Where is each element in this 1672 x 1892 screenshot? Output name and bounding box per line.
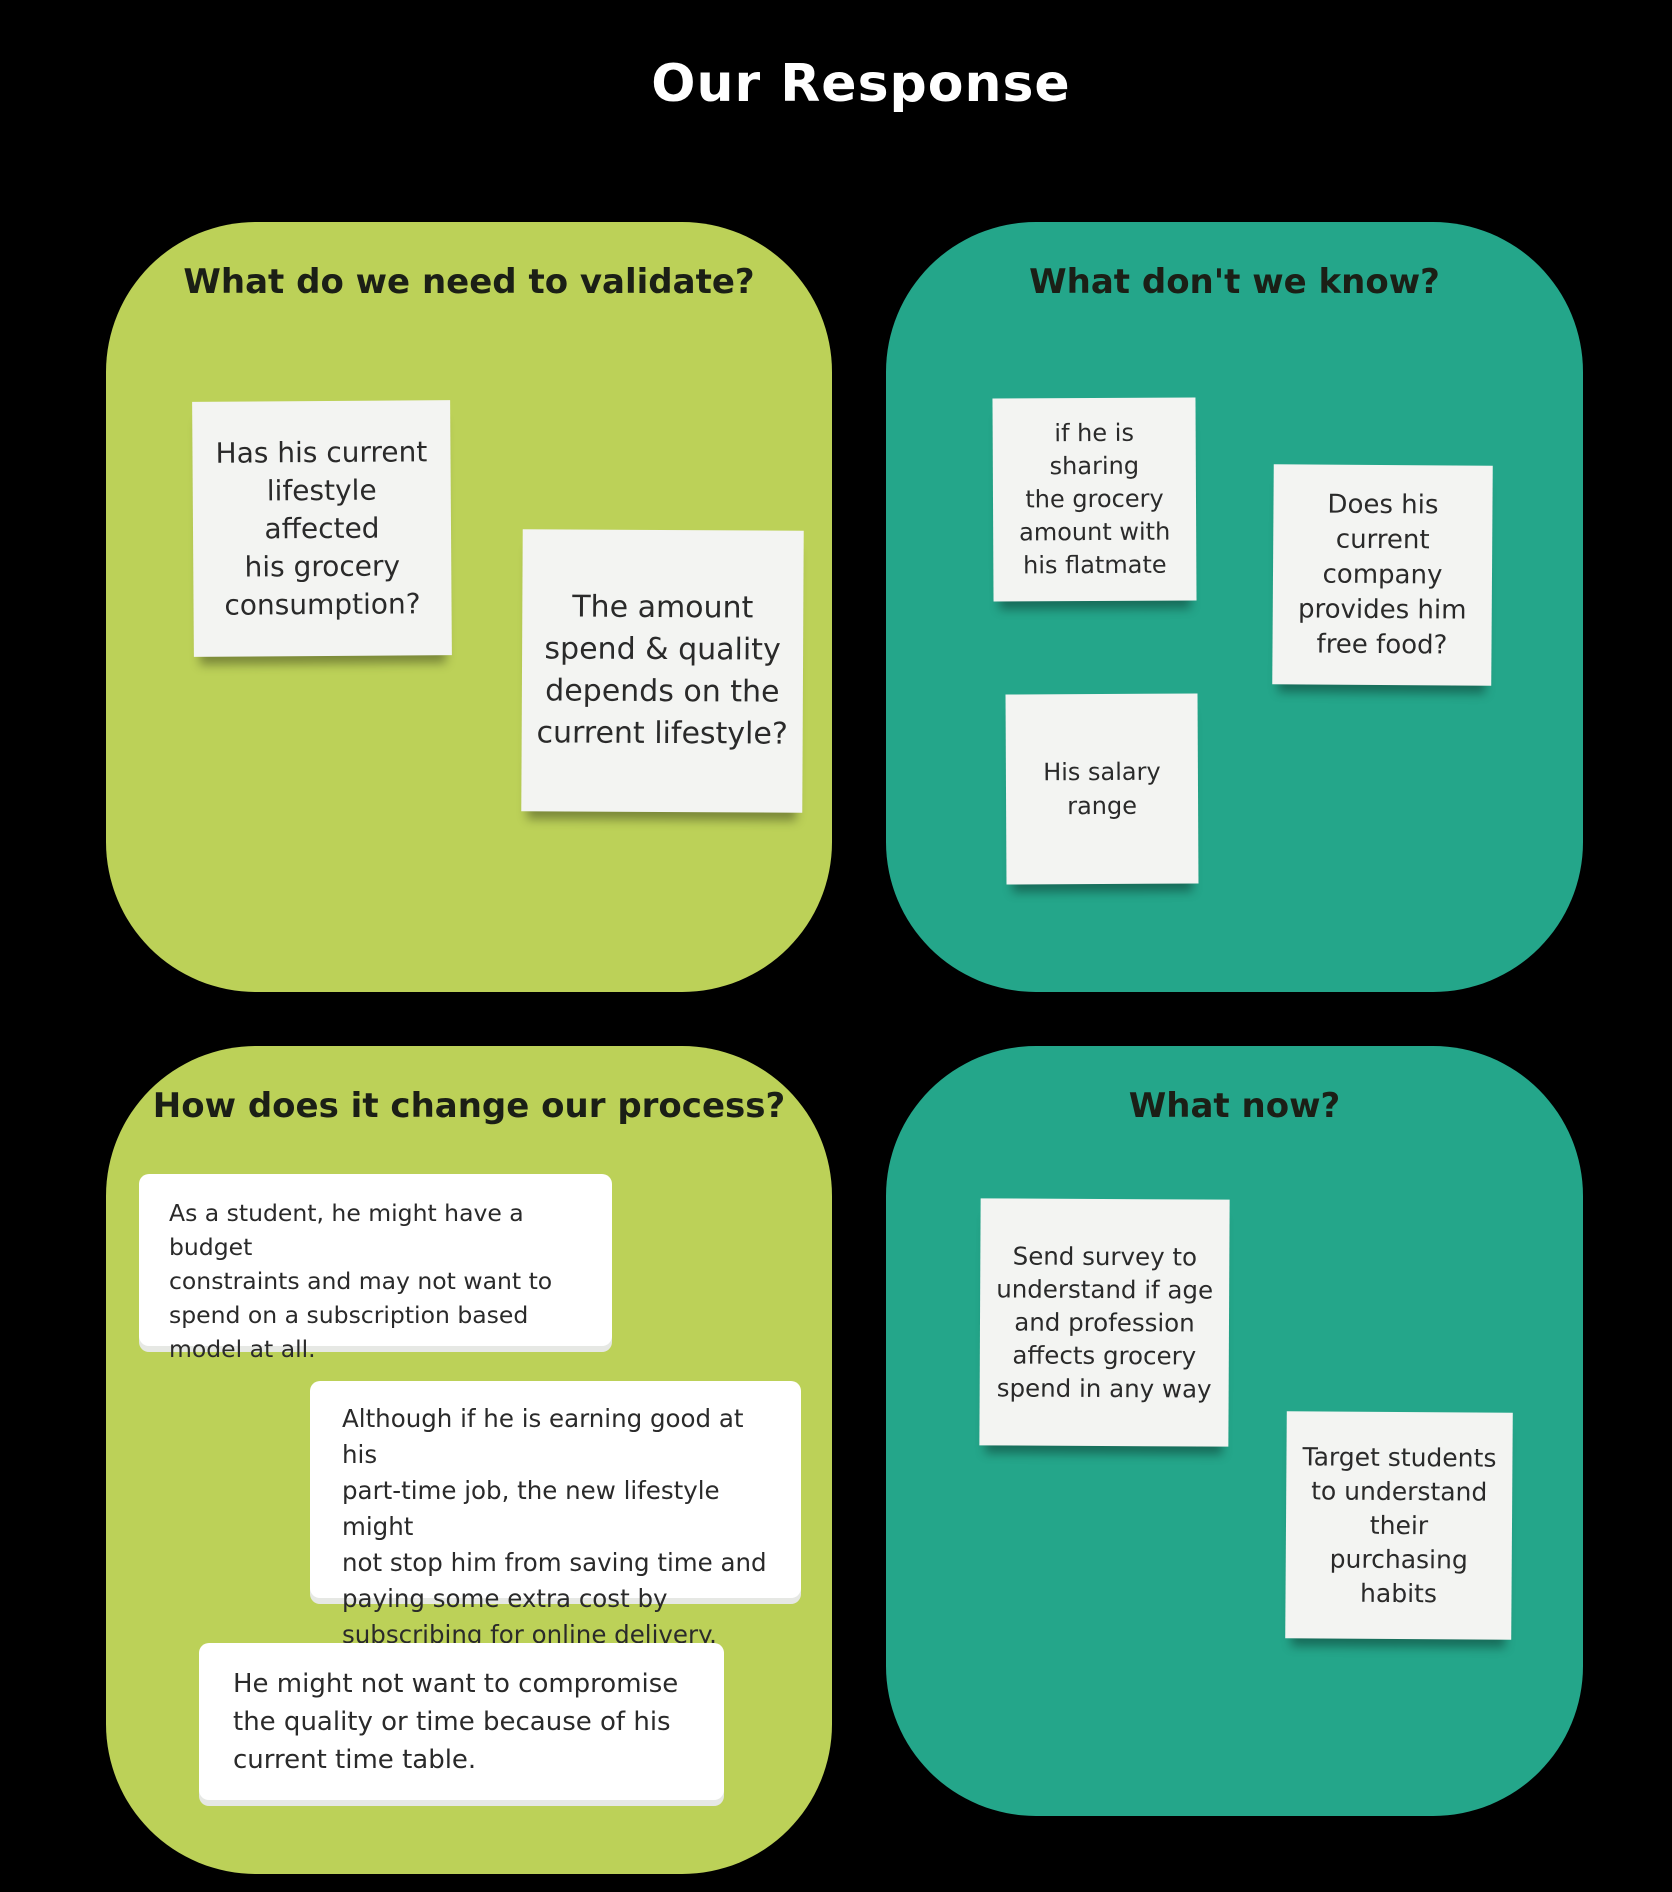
sticky-note-text: Send survey to understand if age and pro…	[996, 1241, 1214, 1404]
process-card-text: He might not want to compromise the qual…	[233, 1669, 679, 1775]
sticky-note-text: His salary range	[1043, 757, 1161, 821]
sticky-note: His salary range	[1005, 693, 1199, 885]
process-card-text: Although if he is earning good at his pa…	[342, 1404, 767, 1649]
process-card: He might not want to compromise the qual…	[199, 1643, 724, 1800]
sticky-note: Does his current company provides him fr…	[1272, 464, 1493, 686]
process-card-text: As a student, he might have a budget con…	[169, 1199, 553, 1363]
page-title: Our Response	[651, 54, 1071, 114]
sticky-note-text: The amount spend & quality depends on th…	[536, 589, 788, 752]
panel-unknown-title: What don't we know?	[1029, 262, 1440, 302]
sticky-note: Has his current lifestyle affected his g…	[192, 400, 452, 657]
sticky-note-text: Target students to understand their purc…	[1302, 1441, 1497, 1608]
panel-process-title: How does it change our process?	[152, 1086, 786, 1126]
sticky-note: The amount spend & quality depends on th…	[521, 529, 804, 813]
sticky-note-text: Does his current company provides him fr…	[1297, 489, 1467, 660]
process-card: Although if he is earning good at his pa…	[310, 1381, 801, 1649]
panel-now-title: What now?	[1128, 1086, 1341, 1126]
sticky-note-text: if he is sharing the grocery amount with…	[1019, 418, 1171, 580]
sticky-note: Target students to understand their purc…	[1285, 1411, 1513, 1640]
sticky-note-text: Has his current lifestyle affected his g…	[215, 434, 428, 622]
sticky-note: Send survey to understand if age and pro…	[979, 1198, 1230, 1447]
process-card: As a student, he might have a budget con…	[139, 1174, 612, 1363]
panel-validate-title: What do we need to validate?	[183, 262, 755, 302]
sticky-note: if he is sharing the grocery amount with…	[992, 397, 1197, 602]
